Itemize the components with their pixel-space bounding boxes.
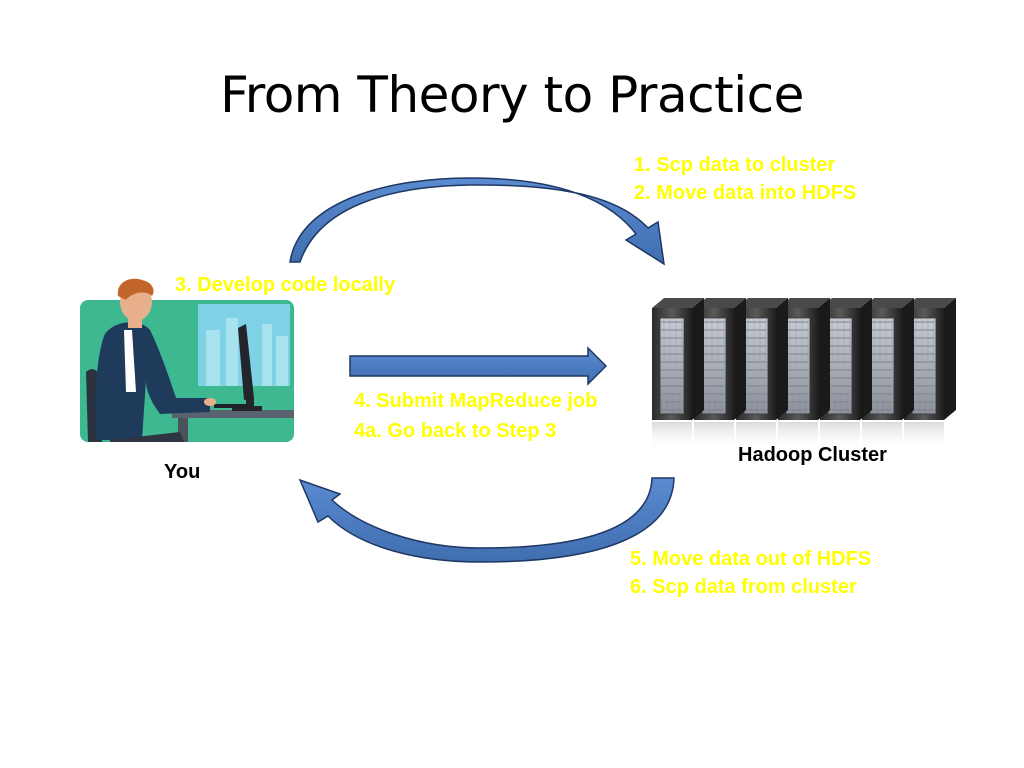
slide-title: From Theory to Practice — [220, 66, 804, 124]
bottom-curved-arrow — [298, 477, 675, 563]
you-label: You — [164, 461, 201, 483]
step-5-text: 5. Move data out of HDFS — [630, 548, 872, 570]
step-1-text: 1. Scp data to cluster — [634, 154, 836, 176]
server-rack-illustration — [652, 298, 956, 450]
step-4-text: 4. Submit MapReduce job — [354, 390, 598, 412]
steps-5-6: 5. Move data out of HDFS 6. Scp data fro… — [630, 545, 871, 601]
server-tower — [904, 298, 956, 450]
steps-4-4a: 4. Submit MapReduce job 4a. Go back to S… — [354, 386, 597, 446]
hadoop-cluster-label: Hadoop Cluster — [738, 444, 887, 466]
steps-1-2: 1. Scp data to cluster 2. Move data into… — [634, 151, 856, 207]
step-2-text: 2. Move data into HDFS — [634, 182, 857, 204]
developer-illustration — [80, 278, 294, 442]
step-4a-text: 4a. Go back to Step 3 — [354, 420, 557, 442]
right-arrow — [349, 346, 608, 386]
step-3-text: 3. Develop code locally — [175, 274, 396, 296]
server-tower — [652, 298, 704, 450]
top-curved-arrow — [289, 177, 665, 266]
step-6-text: 6. Scp data from cluster — [630, 576, 857, 598]
